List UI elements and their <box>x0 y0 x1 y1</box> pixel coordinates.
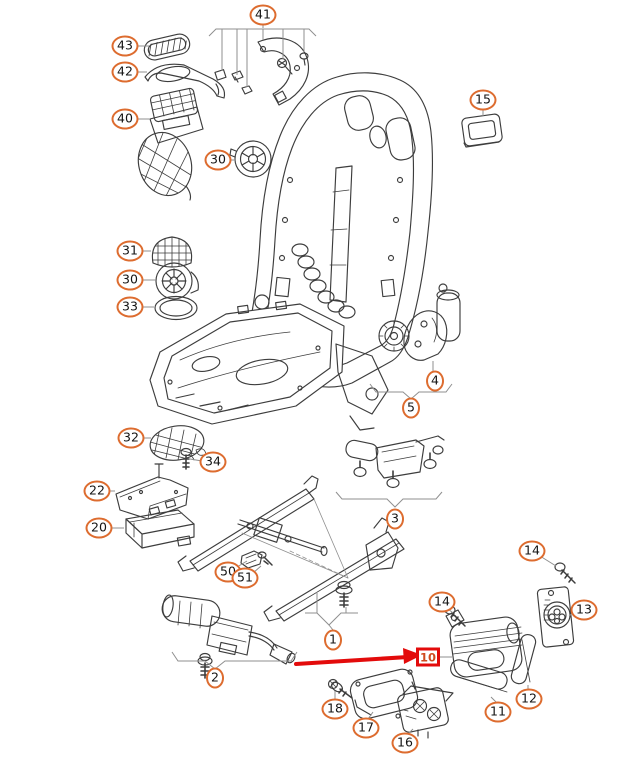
callout-30[interactable]: 30 <box>204 149 232 171</box>
callout-5[interactable]: 5 <box>402 397 420 419</box>
vent-grille <box>143 33 191 61</box>
callout-14[interactable]: 14 <box>518 540 546 562</box>
highlight-arrow-line <box>294 655 410 666</box>
callout-3[interactable]: 3 <box>386 508 404 530</box>
callout-33[interactable]: 33 <box>116 296 144 318</box>
lumbar-support-motor <box>445 609 523 678</box>
recliner-motor <box>403 283 461 361</box>
callout-15[interactable]: 15 <box>469 89 497 111</box>
callout-12[interactable]: 12 <box>515 688 543 710</box>
connector-plate <box>536 586 575 648</box>
highlight-arrow-head <box>403 648 422 664</box>
callout-16[interactable]: 16 <box>391 732 419 754</box>
lumbar-pad-upper <box>510 634 537 685</box>
seat-pan-frame <box>149 300 389 431</box>
callout-40[interactable]: 40 <box>111 108 139 130</box>
callout-11[interactable]: 11 <box>484 701 512 723</box>
callout-22[interactable]: 22 <box>83 480 111 502</box>
fan-motor <box>155 262 199 300</box>
highlighted-callout[interactable]: 10 <box>416 647 440 667</box>
sensor-mat <box>149 425 207 463</box>
callout-30[interactable]: 30 <box>116 269 144 291</box>
callout-20[interactable]: 20 <box>85 517 113 539</box>
callout-17[interactable]: 17 <box>352 717 380 739</box>
highlight-arrow <box>294 648 422 666</box>
callout-14[interactable]: 14 <box>428 591 456 613</box>
callout-1[interactable]: 1 <box>324 629 342 651</box>
seat-height-motor <box>161 594 296 679</box>
fan-grille <box>151 236 193 268</box>
backrest-blower <box>130 87 204 203</box>
vent-trim <box>144 63 226 99</box>
screw-14-upper <box>554 562 576 584</box>
screw-34 <box>180 447 192 470</box>
callout-43[interactable]: 43 <box>111 35 139 57</box>
backrest-top-hardware <box>214 37 309 106</box>
callout-32[interactable]: 32 <box>117 427 145 449</box>
callout-13[interactable]: 13 <box>570 599 598 621</box>
screw-18 <box>327 678 353 699</box>
control-module <box>125 509 195 549</box>
seat-rails <box>177 475 405 622</box>
callout-18[interactable]: 18 <box>321 698 349 720</box>
lumbar-pad-lower <box>450 659 508 693</box>
callout-34[interactable]: 34 <box>199 451 227 473</box>
callout-42[interactable]: 42 <box>111 61 139 83</box>
seal-ring <box>154 295 198 321</box>
callout-31[interactable]: 31 <box>116 240 144 262</box>
callout-51[interactable]: 51 <box>231 567 259 589</box>
rail-clip-and-screw <box>240 550 273 569</box>
callout-41[interactable]: 41 <box>249 4 277 26</box>
callout-4[interactable]: 4 <box>426 370 444 392</box>
callout-2[interactable]: 2 <box>206 667 224 689</box>
mounting-bracket <box>115 463 189 520</box>
tilt-motor-assembly <box>345 435 445 489</box>
seat-switch <box>397 685 454 739</box>
backrest-switch <box>461 113 503 148</box>
